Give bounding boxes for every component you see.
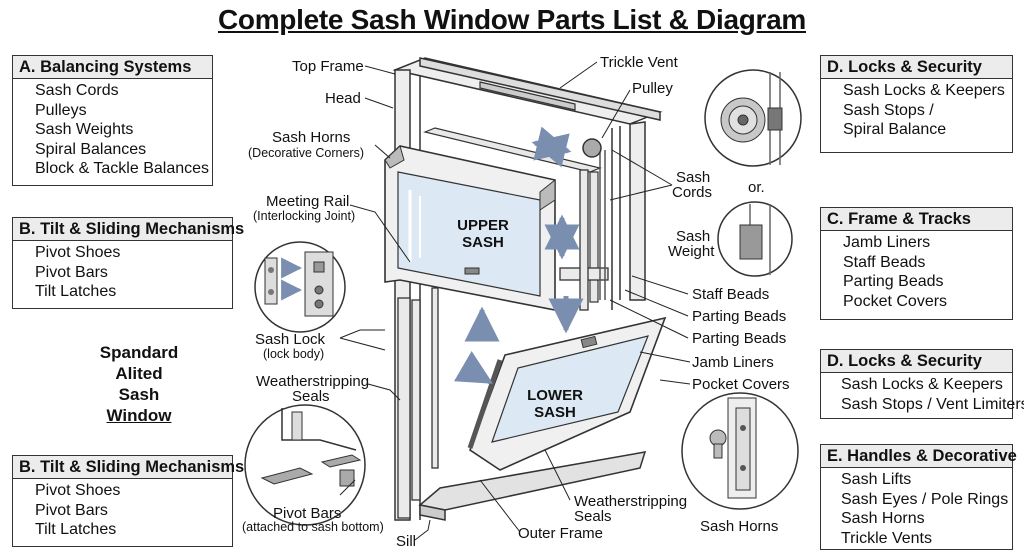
list-item: Pivot Bars	[35, 263, 108, 281]
list-item: Pivot Shoes	[35, 244, 121, 261]
list-item: Staff Beads	[843, 253, 926, 271]
list-item: Spiral Balance	[843, 121, 947, 139]
sash-weight-detail-circle	[717, 201, 793, 277]
list-item: Spiral Balances	[35, 140, 147, 158]
handles-decorative-box: E. Handles & Decorative Sash Lifts Sash …	[820, 444, 1017, 550]
sash-lock-label: Sash Lock	[255, 331, 326, 348]
or-label: or.	[748, 179, 765, 196]
list-item: Trickle Vents	[841, 529, 932, 547]
weatherstripping-bottom-label: Seals	[574, 508, 612, 525]
pulley-label: Pulley	[632, 80, 673, 97]
sash-lock-sublabel: (lock body)	[263, 347, 324, 361]
list-item: Block & Tackle Balances	[35, 160, 210, 178]
list-item: Parting Beads	[843, 273, 944, 291]
staff-beads-label: Staff Beads	[692, 286, 769, 303]
lower-sash	[467, 316, 667, 471]
sash-weight-label: Sash	[676, 228, 710, 245]
parting-beads-label: Parting Beads	[692, 308, 786, 325]
list-item: Pulleys	[35, 101, 87, 119]
list-item: Pivot Bars	[35, 501, 108, 519]
list-item: Sash Locks & Keepers	[843, 82, 1005, 99]
list-item: Sash Eyes / Pole Rings	[841, 490, 1009, 508]
box-header: A. Balancing Systems	[13, 56, 212, 79]
tilt-mechanisms-box-top: B. Tilt & Sliding Mechanisms Pivot Shoes…	[12, 217, 244, 309]
box-header: E. Handles & Decorative	[821, 445, 1017, 468]
sash-horns-detail-circle	[681, 392, 799, 510]
upper-sash-label: SASH	[462, 234, 504, 251]
box-header: B. Tilt & Sliding Mechanisms	[13, 218, 244, 241]
list-item: Sash Locks & Keepers	[841, 376, 1003, 393]
side-title-line: Spandard	[99, 343, 179, 362]
parting-beads-label: Parting Beads	[692, 330, 786, 347]
top-frame-label: Top Frame	[292, 58, 364, 75]
lower-sash-label: LOWER	[527, 387, 583, 404]
sill	[418, 451, 647, 521]
trickle-vent	[479, 81, 576, 111]
list-item: Sash Horns	[841, 510, 925, 528]
tilt-mechanisms-box-bottom: B. Tilt & Sliding Mechanisms Pivot Shoes…	[12, 455, 244, 547]
meeting-rail-sublabel: (Interlocking Joint)	[253, 209, 355, 223]
list-item: Pivot Shoes	[35, 482, 121, 499]
list-item: Sash Cords	[35, 82, 119, 99]
locks-security-box-mid: D. Locks & Security Sash Locks & Keepers…	[820, 349, 1024, 419]
meeting-rail-label: Meeting Rail	[266, 193, 349, 210]
sash-horns-label: Sash Horns	[272, 129, 350, 146]
jamb-liners-label: Jamb Liners	[692, 354, 774, 371]
pocket-covers-label: Pocket Covers	[692, 376, 790, 393]
page-title: Complete Sash Window Parts List & Diagra…	[217, 4, 806, 35]
list-item: Sash Lifts	[841, 471, 912, 488]
pulley-detail-circle	[704, 69, 802, 167]
sash-horns-sublabel: (Decorative Corners)	[248, 146, 364, 160]
sash-cords-label: Sash	[676, 169, 710, 186]
box-header: C. Frame & Tracks	[821, 208, 1012, 231]
list-item: Pocket Covers	[843, 292, 948, 310]
pivot-bars-sublabel: (attached to sash bottom)	[242, 520, 384, 534]
list-item: Tilt Latches	[35, 521, 117, 539]
box-header: B. Tilt & Sliding Mechanisms	[13, 456, 244, 479]
list-item: Sash Stops /	[843, 101, 934, 119]
sash-weight-label: Weight	[668, 243, 715, 260]
lower-sash-label: SASH	[534, 404, 576, 421]
weatherstripping-label: Weatherstripping	[256, 373, 369, 390]
list-item: Sash Stops / Vent Limiters	[841, 395, 1024, 413]
weatherstripping-label: Seals	[292, 388, 330, 405]
upper-sash-label: UPPER	[457, 217, 509, 234]
pivot-detail-circle	[244, 404, 366, 526]
box-header: D. Locks & Security	[821, 56, 1012, 79]
side-title-line: Window	[106, 406, 172, 425]
side-title: Spandard Alited Sash Window	[78, 342, 200, 426]
jamb-pieces	[397, 169, 609, 519]
sash-cords	[582, 138, 606, 300]
frame-tracks-box: C. Frame & Tracks Jamb Liners Staff Bead…	[820, 207, 1013, 320]
locks-security-box-top: D. Locks & Security Sash Locks & Keepers…	[820, 55, 1013, 153]
balancing-systems-box: A. Balancing Systems Sash Cords Pulleys …	[12, 55, 213, 186]
sash-horns-bottom-label: Sash Horns	[700, 518, 778, 535]
sill-label: Sill	[396, 533, 416, 550]
weatherstripping-bottom-label: Weatherstripping	[574, 493, 687, 510]
outer-frame-label: Outer Frame	[518, 525, 603, 542]
list-item: Sash Weights	[35, 121, 134, 139]
motion-arrows	[453, 126, 584, 385]
upper-sash	[384, 145, 556, 311]
box-header: D. Locks & Security	[821, 350, 1012, 373]
leader-lines	[339, 61, 691, 541]
trickle-vent-label: Trickle Vent	[600, 54, 679, 71]
lock-detail-circle	[254, 241, 346, 333]
list-item: Tilt Latches	[35, 283, 117, 301]
list-item: Jamb Liners	[843, 234, 931, 251]
sash-cords-label: Cords	[672, 184, 712, 201]
pivot-bars-label: Pivot Bars	[273, 505, 341, 522]
side-title-line: Alited	[115, 364, 163, 383]
side-title-line: Sash	[118, 385, 160, 404]
head-label: Head	[325, 90, 361, 107]
